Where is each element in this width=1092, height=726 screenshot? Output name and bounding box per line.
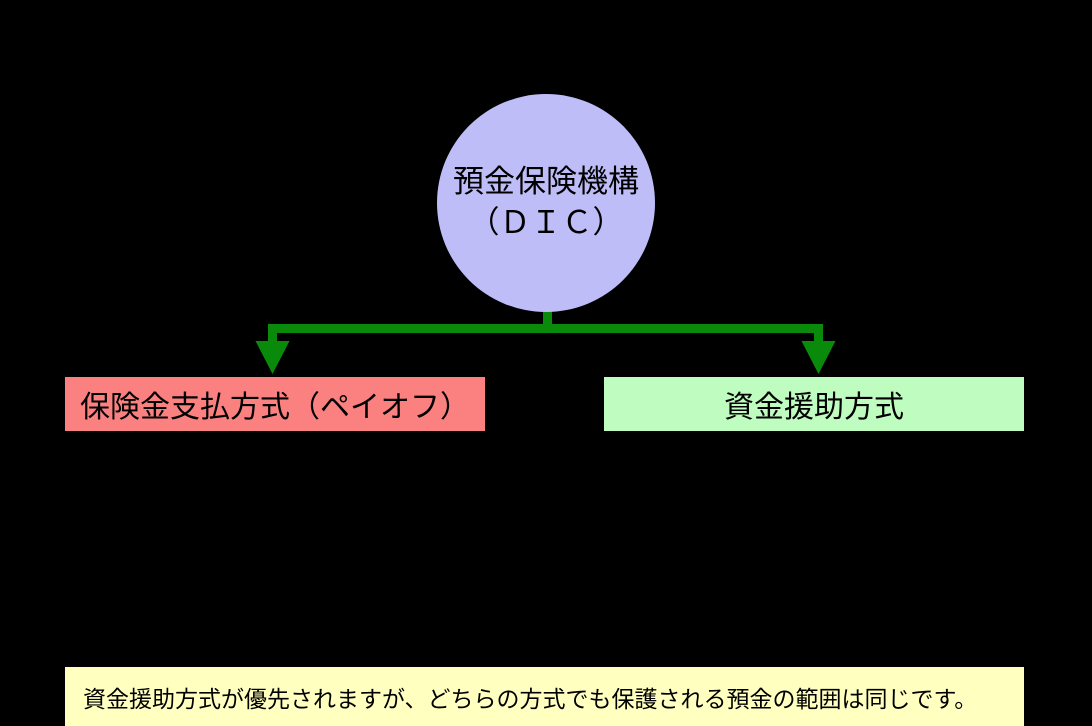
footnote-banner: 資金援助方式が優先されますが、どちらの方式でも保護される預金の範囲は同じです。 [65, 667, 1024, 726]
node-label-line-2: （ＤＩＣ） [468, 205, 624, 240]
connector-bus-icon [268, 324, 823, 333]
node-deposit-insurance-corporation: 預金保険機構 （ＤＩＣ） [437, 94, 655, 312]
node-label-line-1: 預金保険機構 [453, 164, 639, 200]
arrow-down-icon-right [801, 341, 836, 374]
connector-left-drop-icon [268, 324, 277, 344]
connector-right-drop-icon [814, 324, 823, 344]
node-financial-aid-method: 資金援助方式 [604, 377, 1024, 431]
node-payoff-label: 保険金支払方式（ペイオフ） [80, 391, 470, 424]
arrow-down-icon-left [255, 341, 290, 374]
footnote-text: 資金援助方式が優先されますが、どちらの方式でも保護される預金の範囲は同じです。 [83, 685, 978, 712]
node-financial-aid-label: 資金援助方式 [724, 391, 904, 424]
node-payoff-method: 保険金支払方式（ペイオフ） [65, 377, 485, 431]
